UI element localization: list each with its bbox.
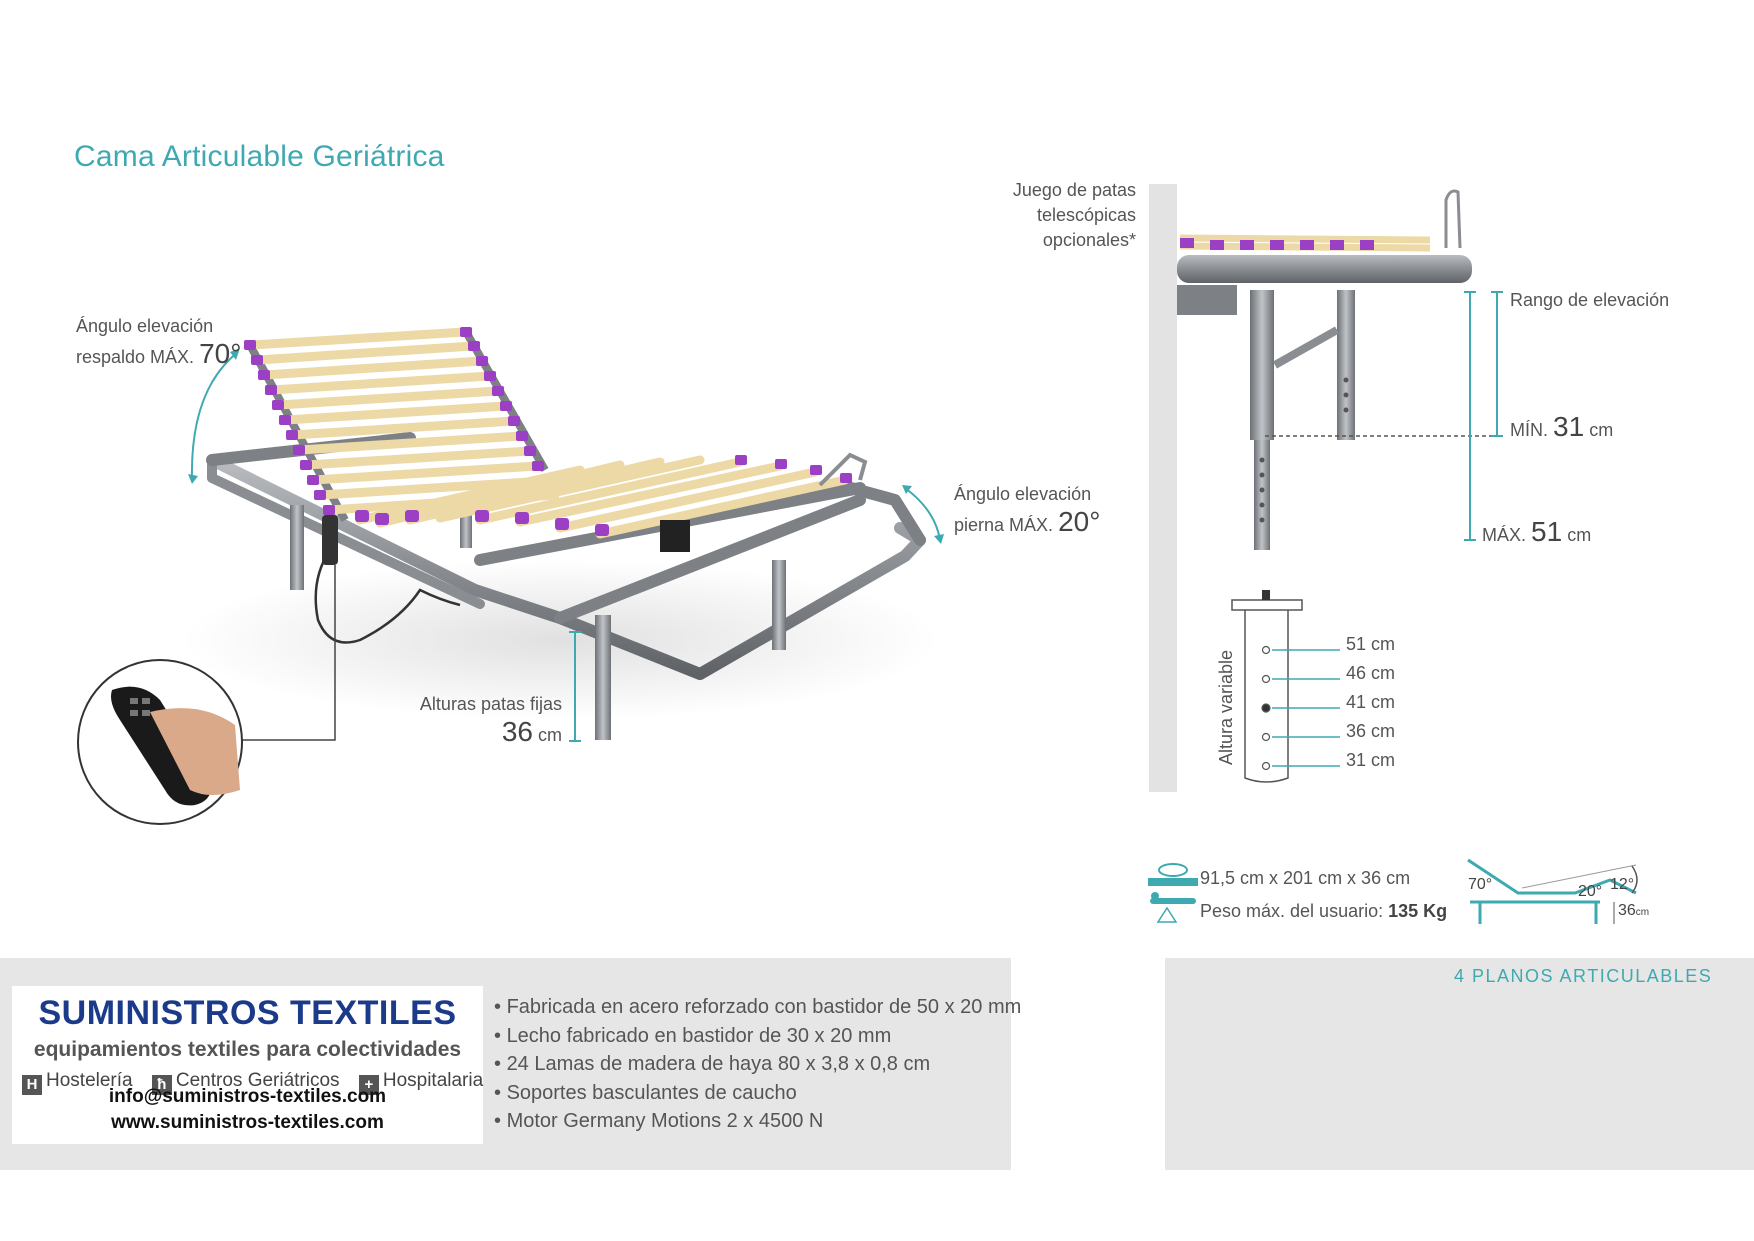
telescopic-label-3: opcionales*: [1042, 230, 1136, 250]
elevation-max-label: MÁX.: [1482, 525, 1527, 545]
backrest-angle-arrow: [190, 351, 239, 481]
motor-block: [660, 520, 690, 552]
weight-label: Peso máx. del usuario:: [1200, 901, 1384, 921]
remote-control-icon: [77, 659, 243, 825]
floor-shadow: [180, 560, 940, 720]
fixed-legs-value: 36: [501, 716, 533, 747]
angle-profile-diagram: [1467, 858, 1638, 924]
feature-item: Lecho fabricado en bastidor de 30 x 20 m…: [494, 1022, 1021, 1051]
elevation-max: MÁX. 51 cm: [1482, 518, 1591, 549]
backrest-slats: [244, 327, 560, 522]
backrest-angle-value: 70°: [199, 338, 242, 369]
angle-height-unit: cm: [1635, 907, 1650, 918]
elevation-min: MÍN. 31 cm: [1510, 413, 1613, 444]
sector-hospitalaria: +Hospitalaria: [358, 1070, 484, 1095]
callout-line: [240, 565, 336, 741]
remote-cable: [314, 520, 461, 644]
feature-item: Fabricada en acero reforzado con bastido…: [494, 993, 1022, 1022]
backrest-angle-max-label: respaldo MÁX.: [76, 347, 195, 367]
fixed-legs-label: Alturas patas fijas: [419, 694, 562, 714]
dimensions-text: 91,5 cm x 201 cm x 36 cm: [1200, 868, 1411, 888]
telescopic-leg-detail: [1177, 189, 1503, 550]
sector-label: Centros Geriátricos: [175, 1070, 340, 1091]
leg-angle-max-label: pierna MÁX.: [954, 515, 1054, 535]
elevation-min-value: 31: [1553, 411, 1585, 442]
planos-heading: 4 PLANOS ARTICULABLES: [1454, 966, 1713, 986]
leg-slats: [355, 452, 868, 552]
weight-icon: [1150, 892, 1196, 923]
height-option: 51 cm: [1346, 634, 1396, 654]
bed-legs: [290, 500, 786, 740]
weight-text: Peso máx. del usuario: 135 Kg: [1200, 897, 1447, 925]
sector-label: Hospitalaria: [382, 1070, 484, 1091]
elderly-care-icon: ħ: [151, 1075, 172, 1095]
fixed-legs-unit: cm: [538, 725, 562, 745]
footer-planos-panel: [1165, 958, 1754, 1170]
sector-label: Hostelería: [46, 1070, 133, 1091]
feature-item: 24 Lamas de madera de haya 80 x 3,8 x 0,…: [494, 1050, 1021, 1079]
hotel-icon: H: [22, 1075, 42, 1095]
fixed-leg-height-bracket: [569, 631, 581, 742]
backrest-angle-callout: Ángulo elevación respaldo MÁX. 70°: [76, 312, 241, 371]
leg-angle-arrow: [904, 487, 941, 541]
company-name: SUMINISTROS TEXTILES: [38, 994, 457, 1032]
variable-height-tube: [1231, 590, 1340, 783]
weight-value: 135 Kg: [1388, 901, 1448, 921]
angle-height-value: 36: [1618, 902, 1636, 919]
fixed-legs-callout: Alturas patas fijas 36 cm: [380, 690, 562, 749]
height-option: 46 cm: [1346, 663, 1396, 683]
elevation-range-label: Rango de elevación: [1510, 290, 1670, 310]
hospital-cross-icon: +: [358, 1075, 379, 1095]
height-option: 36 cm: [1346, 721, 1396, 741]
feature-item: Soportes basculantes de caucho: [494, 1079, 1021, 1108]
elevation-max-unit: cm: [1567, 525, 1592, 545]
divider-bar: [1149, 184, 1177, 792]
telescopic-label-2: telescópicas: [1036, 205, 1136, 225]
leg-angle-label: Ángulo elevación: [954, 484, 1092, 504]
company-logo-box: SUMINISTROS TEXTILES equipamientos texti…: [12, 986, 483, 1144]
leg-angle-callout: Ángulo elevación pierna MÁX. 20°: [954, 480, 1100, 539]
telescopic-label-1: Juego de patas: [1012, 180, 1136, 200]
height-list: 51 cm 46 cm 41 cm 36 cm 31 cm: [1346, 630, 1395, 775]
page-title: Cama Articulable Geriátrica: [74, 140, 445, 173]
angle-foot-label: 12°: [1610, 876, 1635, 893]
dimensions-icon: [1148, 863, 1198, 886]
variable-height-label: Altura variable: [1216, 649, 1236, 765]
angle-height: 36cm: [1618, 902, 1649, 920]
height-option: 31 cm: [1346, 750, 1396, 770]
telescopic-callout: Juego de patas telescópicas opcionales*: [960, 178, 1136, 253]
feature-item: Motor Germany Motions 2 x 4500 N: [494, 1107, 1021, 1136]
elevation-min-label: MÍN.: [1510, 420, 1548, 440]
elevation-min-unit: cm: [1589, 420, 1614, 440]
angle-knee-label: 20°: [1578, 883, 1603, 900]
company-email[interactable]: info@suministros-textiles.com: [108, 1086, 387, 1107]
backrest-angle-label: Ángulo elevación: [76, 316, 214, 336]
company-tagline: equipamientos textiles para colectividad…: [33, 1038, 462, 1061]
feature-list: Fabricada en acero reforzado con bastido…: [494, 993, 1022, 1136]
leg-angle-value: 20°: [1058, 506, 1101, 537]
angle-back-label: 70°: [1468, 876, 1493, 893]
company-website[interactable]: www.suministros-textiles.com: [111, 1112, 384, 1133]
height-option: 41 cm: [1346, 692, 1396, 712]
elevation-max-value: 51: [1531, 516, 1563, 547]
